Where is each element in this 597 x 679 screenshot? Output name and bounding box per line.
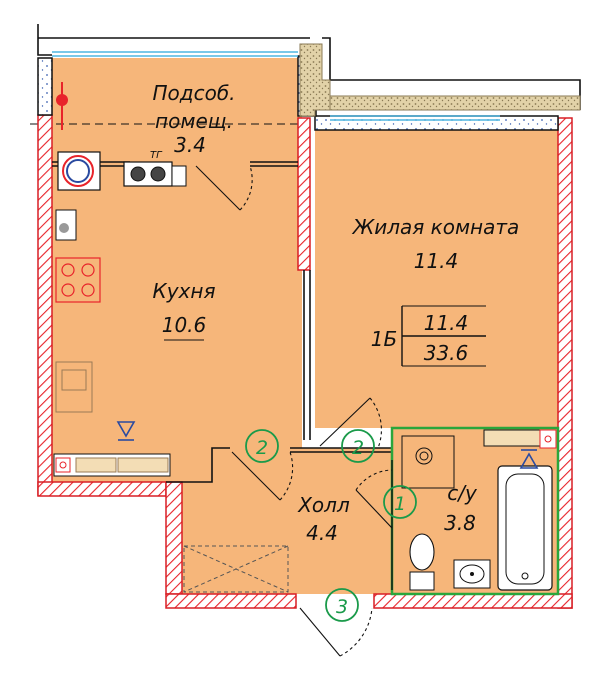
- door-marker-living: 2: [341, 429, 375, 463]
- utility-area: 3.4: [174, 133, 206, 157]
- left-wall-top: [37, 57, 53, 116]
- hall-wardrobe: [183, 545, 289, 593]
- bathroom-name: с/у: [447, 481, 478, 505]
- bottom-wall-right: [373, 593, 573, 609]
- kitchen-name: Кухня: [153, 279, 216, 303]
- door-swings: [195, 165, 393, 657]
- svg-text:2: 2: [352, 437, 364, 459]
- door-bathroom-leaf: [355, 489, 393, 529]
- kitchen-radiator-icon: [53, 453, 171, 477]
- right-wall: [557, 117, 573, 609]
- shower-drain-icon: [401, 435, 455, 489]
- door-kitchen-leaf: [231, 451, 281, 501]
- bathroom-triangle-marker: [519, 449, 539, 469]
- windows: [52, 51, 500, 121]
- kitchen-step-wall: [165, 481, 183, 595]
- hall-area: 4.4: [306, 521, 338, 545]
- bathroom-area: 3.8: [444, 511, 476, 535]
- kitchen-triangle-marker: [116, 421, 136, 441]
- apartment-badge: 1Б 11.4 33.6: [371, 305, 486, 367]
- kitchen-washer-icon: [55, 361, 93, 413]
- apartment-type: 1Б: [371, 327, 397, 351]
- kitchen-sink-icon: [55, 209, 77, 241]
- utility-name-2: помещ.: [155, 109, 233, 133]
- door-living-leaf: [319, 397, 371, 447]
- kitchen-bottom-wall: [37, 481, 167, 497]
- bathtub-icon: [497, 465, 553, 591]
- gas-meter-icon: [123, 161, 187, 187]
- column-block: [299, 43, 581, 117]
- room-labels: Подсоб. помещ. 3.4 Жилая комната 11.4 Ку…: [152, 81, 519, 545]
- partition-upper: [297, 117, 311, 271]
- living-area: 11.4: [414, 249, 459, 273]
- utility-floor: [52, 58, 302, 130]
- door-marker-bathroom: 1: [383, 485, 417, 519]
- utility-name-1: Подсоб.: [152, 81, 235, 105]
- door-marker-entrance: 3: [325, 588, 359, 622]
- bathroom-radiator-icon: [483, 429, 557, 449]
- apartment-total-area: 33.6: [424, 341, 469, 365]
- door-utility-leaf: [195, 165, 241, 211]
- svg-text:3: 3: [336, 596, 348, 618]
- living-name: Жилая комната: [351, 215, 520, 239]
- stove-icon: [55, 257, 101, 303]
- walls: [37, 55, 573, 609]
- door-markers: 2 2 1 3: [245, 429, 417, 622]
- toilet-icon: [409, 533, 435, 591]
- hall-name: Холл: [297, 493, 350, 517]
- door-entrance-leaf: [299, 607, 341, 657]
- door-marker-kitchen: 2: [245, 429, 279, 463]
- svg-text:1: 1: [394, 493, 406, 515]
- washbasin-icon: [453, 559, 491, 589]
- svg-text:2: 2: [256, 437, 268, 459]
- living-floor: [315, 130, 558, 428]
- boiler-label: ТГ: [150, 150, 163, 161]
- left-wall: [37, 114, 53, 496]
- living-top-wall: [314, 115, 559, 131]
- kitchen-area: 10.6: [162, 313, 207, 337]
- pipe-icon: [56, 82, 68, 130]
- bottom-wall-left: [165, 593, 297, 609]
- apartment-living-area: 11.4: [424, 311, 469, 335]
- hall-floor: [182, 448, 392, 594]
- boiler-icon: [57, 151, 101, 191]
